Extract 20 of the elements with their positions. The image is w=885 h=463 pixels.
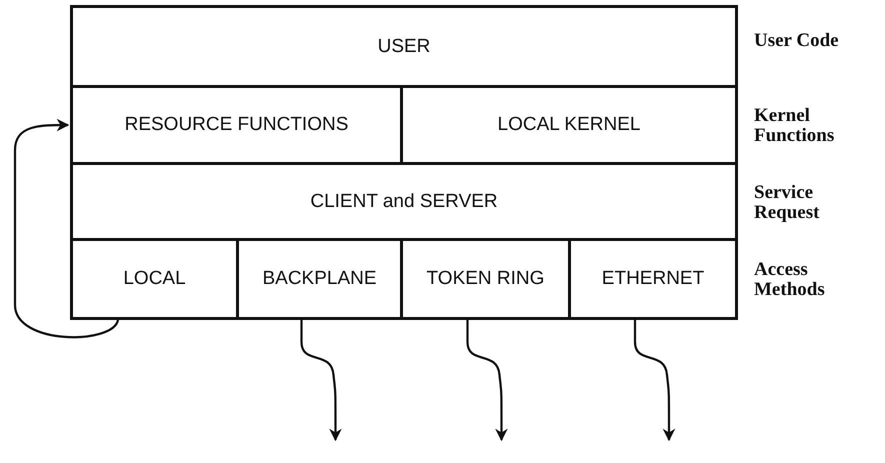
layer-cell: [568, 238, 738, 320]
arrow: [634, 320, 676, 442]
cell-label: ETHERNET: [602, 268, 704, 290]
arrow: [300, 320, 342, 442]
layer-cell: [70, 162, 738, 241]
layer-caption: Kernel Functions: [754, 106, 836, 146]
cell-label: USER: [378, 36, 430, 58]
layer-caption: Service Request: [754, 183, 820, 223]
arrow: [14, 118, 119, 338]
cell-label: LOCAL: [123, 268, 186, 290]
arrow: [466, 320, 508, 442]
cell-label: RESOURCE FUNCTIONS: [124, 114, 348, 136]
cell-label: TOKEN RING: [426, 268, 544, 290]
layer-cell: [70, 238, 239, 320]
cell-label: LOCAL KERNEL: [498, 114, 640, 136]
layer-cell: [70, 5, 738, 88]
cell-label: BACKPLANE: [262, 268, 377, 290]
layer-caption: Access Methods: [754, 260, 826, 300]
cell-label: CLIENT and SERVER: [310, 190, 498, 212]
layer-caption: User Code: [754, 31, 840, 51]
